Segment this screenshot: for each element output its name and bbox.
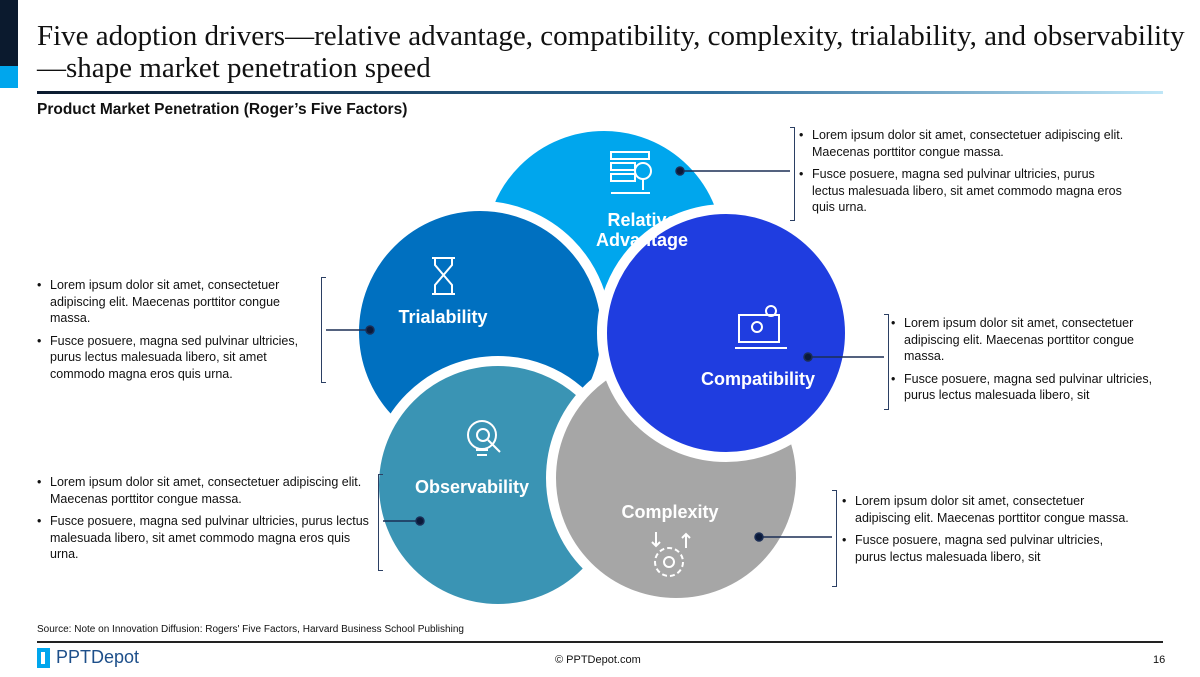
copyright: © PPTDepot.com bbox=[555, 654, 641, 666]
notes-trialability: Lorem ipsum dolor sit amet, consectetuer… bbox=[35, 277, 315, 388]
note-item: Fusce posuere, magna sed pulvinar ultric… bbox=[889, 371, 1169, 404]
bracket-trialability bbox=[321, 277, 326, 383]
page-title: Five adoption drivers—relative advantage… bbox=[37, 20, 1185, 84]
logo-text: PPTDepot bbox=[56, 647, 140, 667]
note-item: Fusce posuere, magna sed pulvinar ultric… bbox=[797, 166, 1127, 216]
notes-compatibility: Lorem ipsum dolor sit amet, consectetuer… bbox=[889, 315, 1169, 410]
label-line-1: Relative bbox=[607, 210, 677, 230]
logo-icon bbox=[37, 647, 50, 668]
pptdepot-logo: PPTDepot bbox=[37, 647, 139, 668]
note-item: Fusce posuere, magna sed pulvinar ultric… bbox=[35, 333, 315, 383]
accent-bar-blue bbox=[0, 66, 18, 88]
accent-bar-dark bbox=[0, 0, 18, 66]
note-item: Lorem ipsum dolor sit amet, consectetuer… bbox=[35, 474, 375, 507]
source-note: Source: Note on Innovation Diffusion: Ro… bbox=[37, 624, 464, 635]
title-divider bbox=[37, 91, 1163, 94]
lightbulb-search-icon bbox=[467, 420, 501, 456]
label-trialability: Trialability bbox=[398, 307, 488, 327]
bracket-complexity bbox=[832, 490, 837, 587]
page-number: 16 bbox=[1153, 654, 1166, 666]
server-search-icon bbox=[610, 151, 652, 194]
note-item: Fusce posuere, magna sed pulvinar ultric… bbox=[35, 513, 375, 563]
label-observability: Observability bbox=[414, 477, 530, 497]
footer-divider bbox=[37, 641, 1163, 643]
label-line-2: Advantage bbox=[595, 230, 689, 250]
hourglass-icon bbox=[432, 257, 455, 295]
label-compatibility: Compatibility bbox=[700, 369, 815, 389]
bracket-observability bbox=[378, 474, 383, 571]
note-item: Lorem ipsum dolor sit amet, consectetuer… bbox=[797, 127, 1127, 160]
circle-compatibility bbox=[597, 204, 855, 462]
note-item: Lorem ipsum dolor sit amet, consectetuer… bbox=[889, 315, 1169, 365]
notes-observability: Lorem ipsum dolor sit amet, consectetuer… bbox=[35, 474, 375, 569]
note-item: Lorem ipsum dolor sit amet, consectetuer… bbox=[840, 493, 1130, 526]
note-item: Fusce posuere, magna sed pulvinar ultric… bbox=[840, 532, 1130, 565]
label-complexity: Complexity bbox=[621, 502, 719, 522]
notes-complexity: Lorem ipsum dolor sit amet, consectetuer… bbox=[840, 493, 1130, 571]
diagram-subtitle: Product Market Penetration (Roger’s Five… bbox=[37, 101, 408, 118]
note-item: Lorem ipsum dolor sit amet, consectetuer… bbox=[35, 277, 315, 327]
gear-arrows-icon bbox=[651, 532, 691, 577]
notes-relative-advantage: Lorem ipsum dolor sit amet, consectetuer… bbox=[797, 127, 1127, 222]
bracket-relative bbox=[790, 127, 795, 221]
laptop-gears-icon bbox=[735, 305, 787, 349]
